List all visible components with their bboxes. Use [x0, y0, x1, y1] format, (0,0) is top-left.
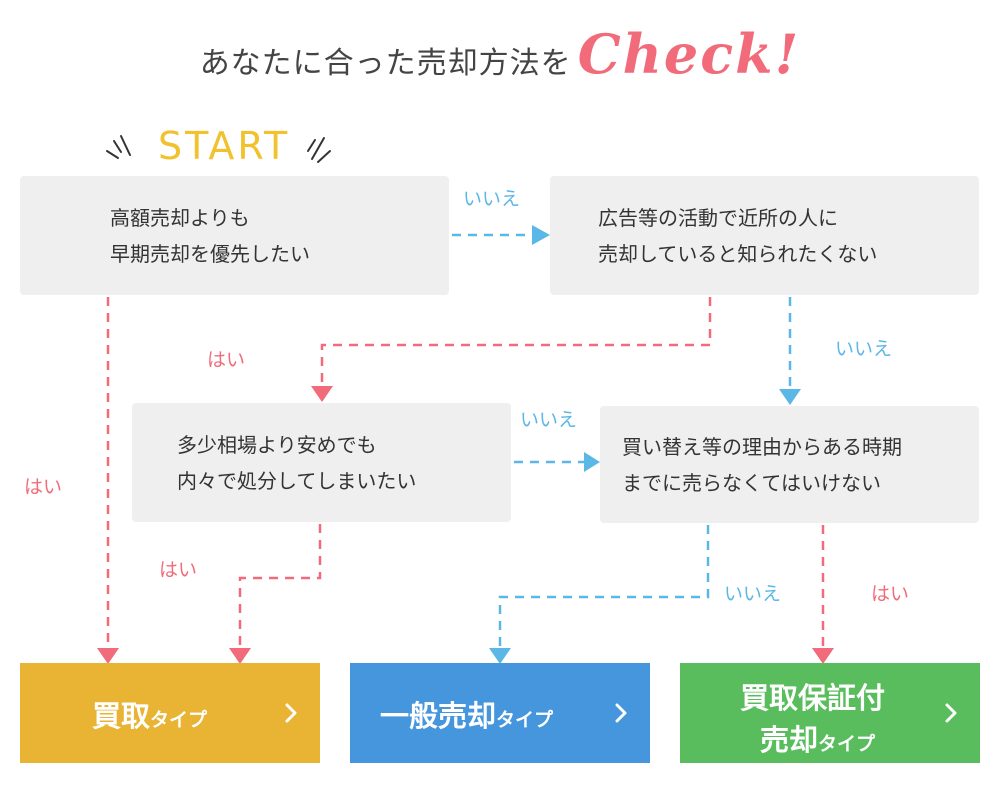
question-1-line-2: 早期売却を優先したい: [110, 241, 310, 266]
edge-q2-yes: [311, 297, 712, 402]
edge-label-q2-no: いいえ: [835, 338, 893, 360]
question-2-line-1: 広告等の活動で近所の人に: [598, 205, 838, 230]
edge-q4-yes: [812, 525, 834, 664]
question-4: 買い替え等の理由からある時期 までに売らなくてはいけない: [600, 406, 979, 523]
question-3-line-2: 内々で処分してしまいたい: [177, 468, 417, 493]
title-accent: Check!: [577, 22, 801, 86]
result-guarantee-button[interactable]: 買取保証付 売却タイプ: [680, 663, 980, 763]
edge-q2-no: [779, 297, 801, 405]
question-4-line-2: までに売らなくてはいけない: [622, 470, 881, 495]
start-label: START: [158, 124, 291, 168]
edge-q1-yes: [97, 297, 119, 664]
result-buyout-type: タイプ: [150, 709, 208, 731]
edge-label-q4-yes: はい: [871, 583, 910, 605]
edge-label-q2-yes: はい: [207, 349, 246, 371]
result-general-sale-button[interactable]: 一般売却タイプ: [350, 663, 650, 763]
chevron-right-icon: [945, 703, 957, 723]
start-sparkle-right-icon: [307, 137, 331, 163]
edge-label-q1-yes: はい: [24, 476, 63, 498]
edge-label-q3-no: いいえ: [520, 409, 578, 431]
result-guarantee-subtitle: 売却: [760, 723, 819, 757]
edge-label-q3-yes: はい: [159, 559, 198, 581]
result-buyout-button[interactable]: 買取タイプ: [20, 663, 320, 763]
result-general-title: 一般売却: [380, 699, 497, 733]
result-guarantee-title: 買取保証付: [740, 681, 886, 715]
edge-q3-yes: [229, 524, 322, 664]
page-title: あなたに合った売却方法を Check!: [0, 22, 1000, 92]
result-buyout-title: 買取: [92, 699, 151, 733]
chevron-right-icon: [285, 703, 297, 723]
chevron-right-icon: [615, 703, 627, 723]
question-1-line-1: 高額売却よりも: [110, 205, 250, 230]
question-3-line-1: 多少相場より安めでも: [177, 432, 377, 457]
question-1: 高額売却よりも 早期売却を優先したい: [20, 176, 449, 295]
edge-label-q1-no: いいえ: [463, 188, 521, 210]
question-2: 広告等の活動で近所の人に 売却していると知られたくない: [550, 176, 979, 295]
title-main: あなたに合った売却方法を: [199, 46, 572, 81]
question-3: 多少相場より安めでも 内々で処分してしまいたい: [132, 403, 511, 522]
result-general-type: タイプ: [496, 709, 554, 731]
edge-q3-no: [514, 452, 600, 472]
result-guarantee-type: タイプ: [818, 733, 876, 755]
edge-q1-no: [452, 225, 550, 245]
edge-label-q4-no: いいえ: [724, 583, 782, 605]
edge-q4-no: [489, 525, 710, 664]
question-2-line-2: 売却していると知られたくない: [598, 241, 878, 266]
question-4-line-1: 買い替え等の理由からある時期: [622, 434, 902, 459]
start-sparkle-left-icon: [106, 135, 131, 159]
